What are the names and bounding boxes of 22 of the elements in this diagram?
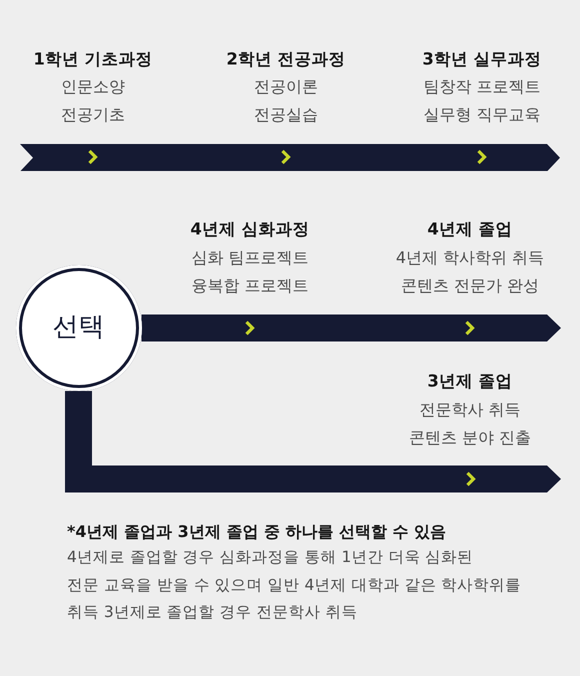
- stage-item: 전공기초: [61, 105, 125, 125]
- stage-item: 콘텐츠 전문가 완성: [400, 276, 540, 296]
- stage-item: 실무형 직무교육: [423, 105, 541, 125]
- stage-title: 1학년 기초과정: [33, 50, 153, 70]
- stage-title: 4년제 졸업: [427, 220, 513, 240]
- stage-item: 4년제 학사학위 취득: [396, 248, 544, 268]
- note-paragraph: 4년제로 졸업할 경우 심화과정을 통해 1년간 더욱 심화된 전문 교육을 받을 수 있으며 일반 4년제 대학과 같은 학사학위를 취득 3년제로 졸업할 경우 전문학사 취득: [67, 547, 522, 623]
- band-arrow: [142, 314, 561, 342]
- stage-item: 심화 팀프로젝트: [191, 248, 309, 268]
- stage-item: 융복합 프로젝트: [191, 276, 309, 296]
- stage-item: 전문학사 취득: [419, 400, 521, 420]
- stage-item: 전공실습: [254, 105, 318, 125]
- stage-title: 3학년 실무과정: [422, 50, 542, 70]
- stage-item: 콘텐츠 분야 진출: [408, 428, 532, 448]
- stage-item: 팀창작 프로젝트: [423, 77, 541, 97]
- stage-item: 전공이론: [254, 77, 318, 97]
- stage-title: 2학년 전공과정: [226, 50, 346, 70]
- stage-item: 인문소양: [61, 77, 125, 97]
- stage-title: 3년제 졸업: [427, 372, 513, 392]
- note-text: *4년제 졸업과 3년제 졸업 중 하나를 선택할 수 있음: [67, 522, 446, 542]
- stage-title: 4년제 심화과정: [190, 220, 310, 240]
- choice-label: 선택: [52, 312, 104, 344]
